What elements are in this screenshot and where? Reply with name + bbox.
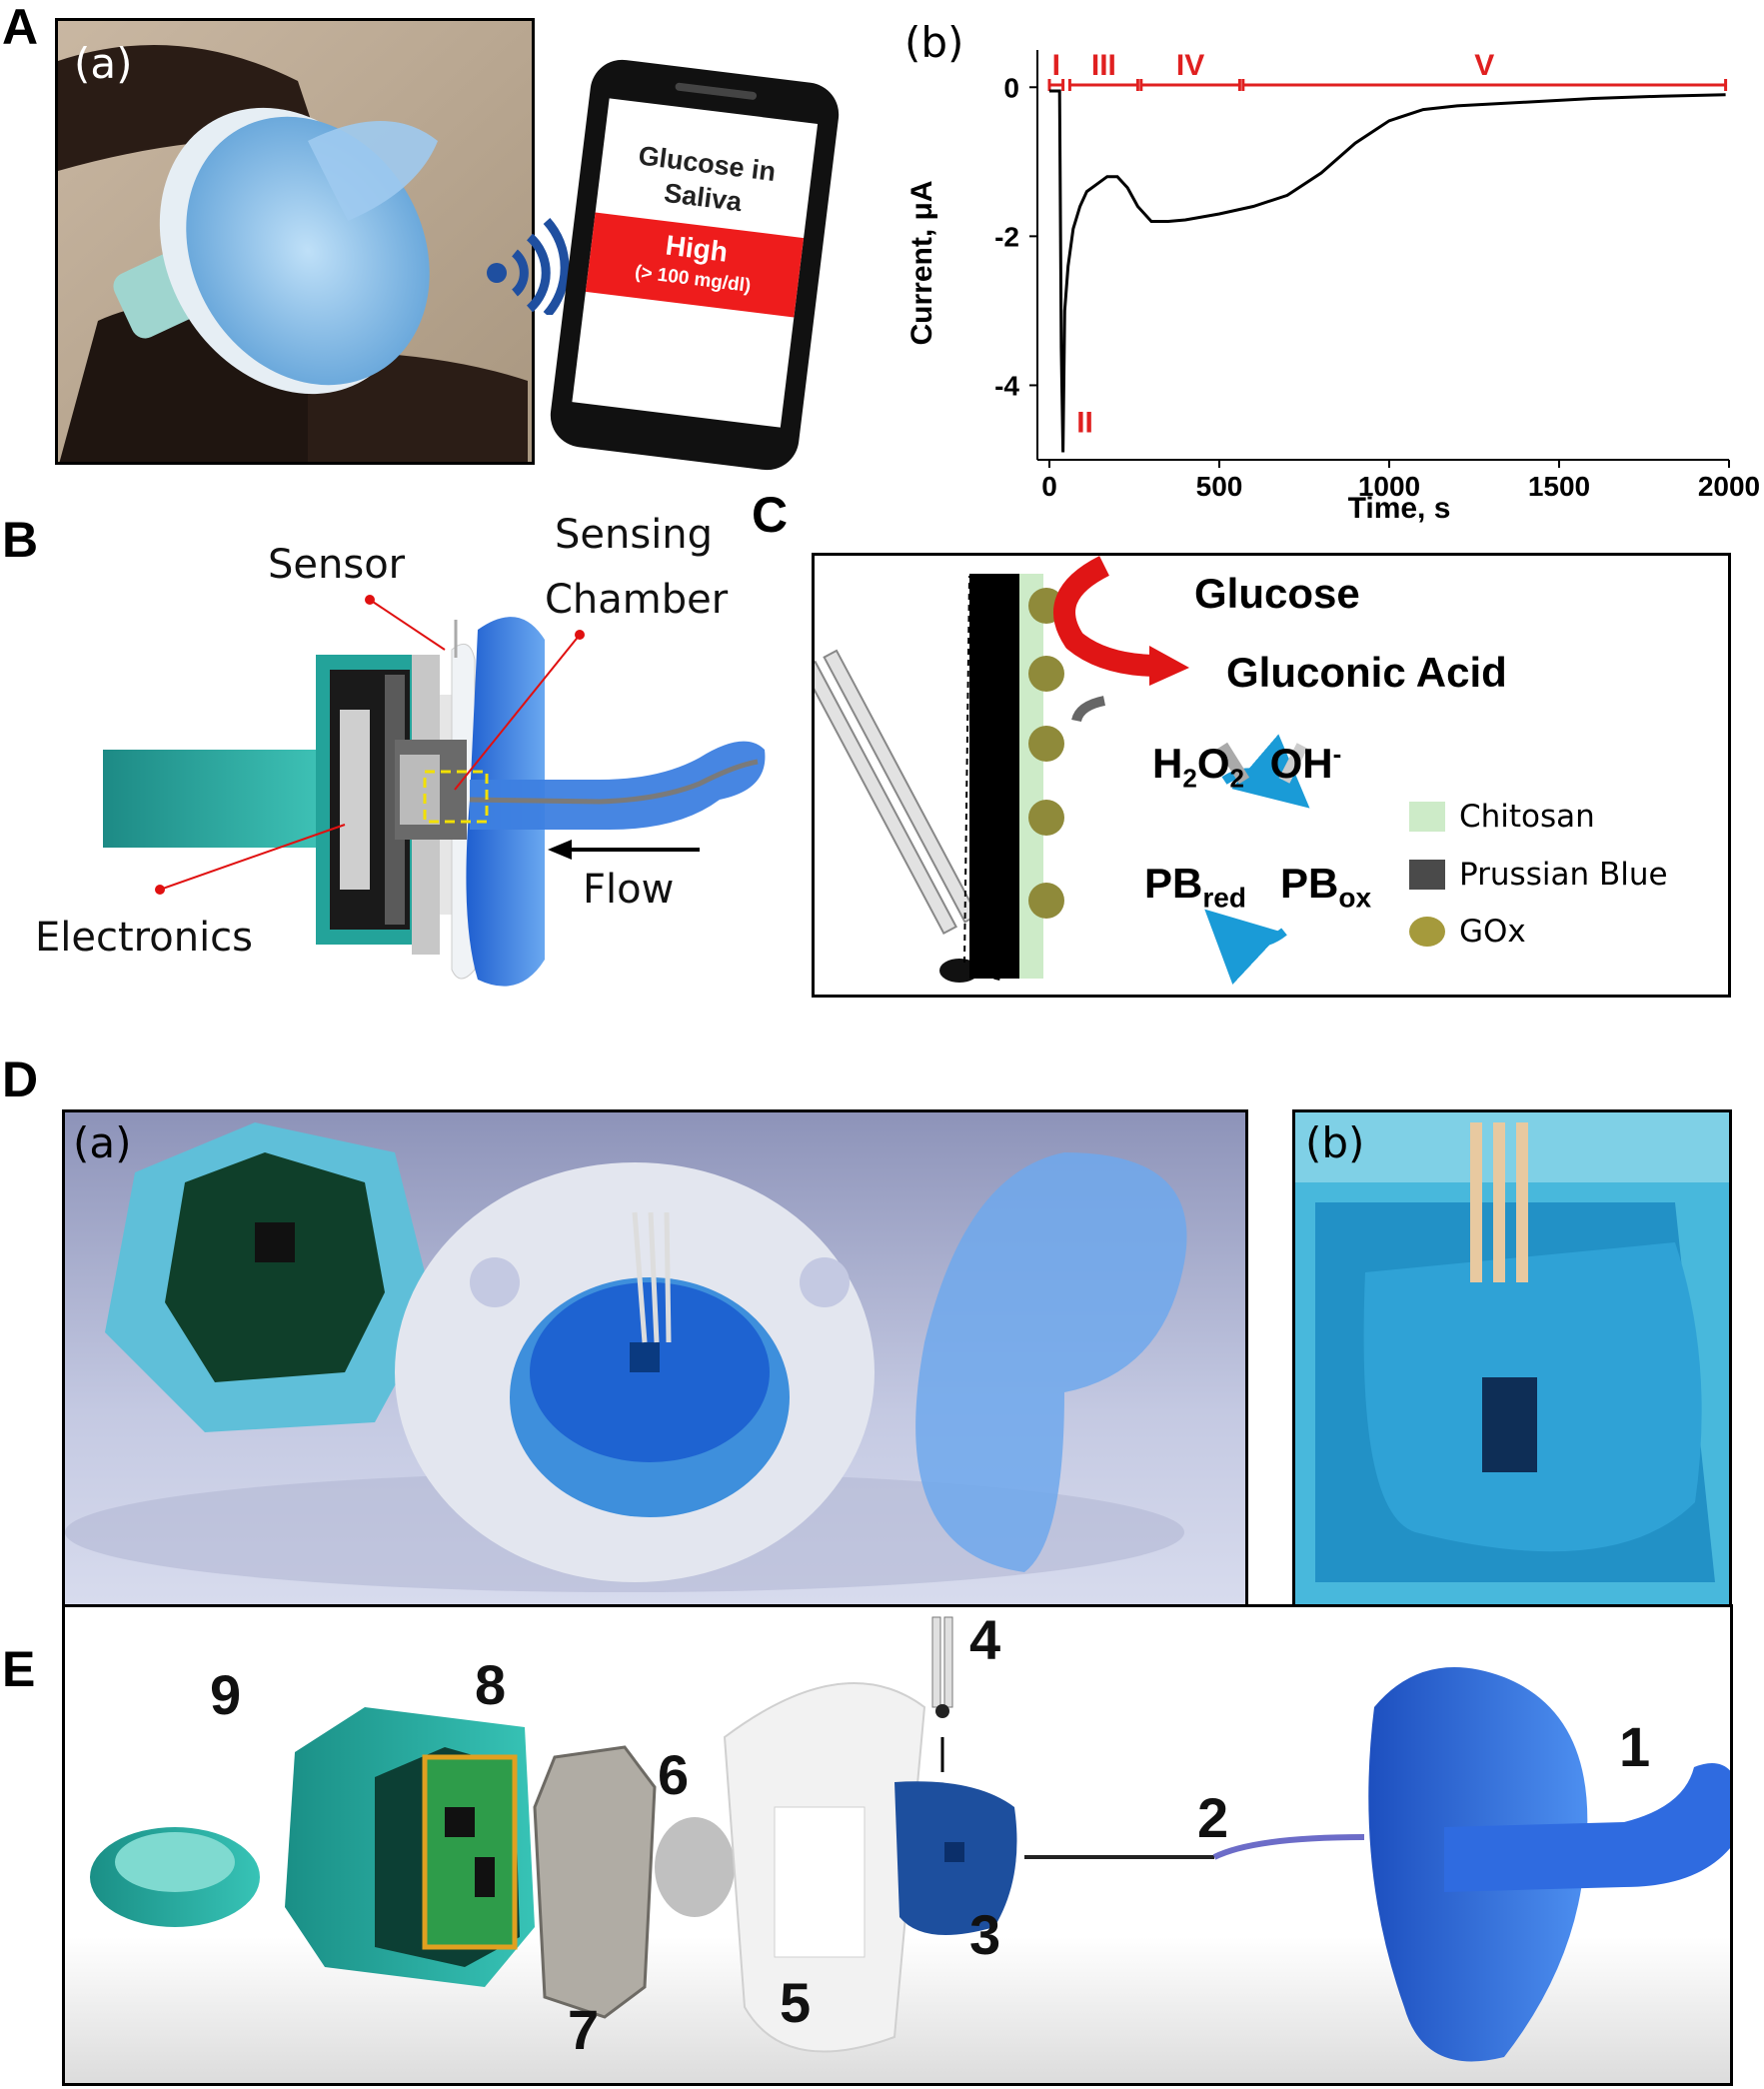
label-chamber: Chamber (545, 577, 729, 623)
panel-letter-a: A (2, 0, 39, 55)
photo-pacifier-hand: (a) (55, 18, 535, 465)
legend-swatch-prussian (1409, 860, 1445, 890)
needle-electrode (815, 649, 979, 936)
x-tick-label: 0 (1041, 471, 1057, 502)
phone-alert-bar: High (> 100 mg/dl) (585, 212, 805, 318)
panel-letter-c: C (752, 487, 789, 543)
annotation-label: II (1076, 407, 1093, 440)
y-tick-label: 0 (1003, 72, 1019, 103)
part-number-6: 6 (658, 1743, 690, 1806)
smartphone: Glucose in Saliva High (> 100 mg/dl) (547, 56, 843, 474)
phase-label: III (1091, 49, 1116, 82)
exploded-view-frame: 1 2 3 4 5 6 7 8 9 (62, 1604, 1733, 2086)
part-number-4: 4 (969, 1608, 1001, 1671)
legend-prussian-blue: Prussian Blue (1409, 857, 1668, 893)
y-tick-label: -2 (994, 221, 1019, 252)
label-oh: OH- (1269, 739, 1342, 787)
chart-series (1049, 89, 1726, 453)
label-gluconic-acid: Gluconic Acid (1226, 649, 1507, 696)
series-line (1049, 89, 1726, 453)
electrode-reaction-diagram (815, 556, 1310, 986)
photo-smart-pacifier: (a) (62, 1109, 1248, 1614)
sub-label-b: (b) (904, 18, 964, 67)
label-sensing: Sensing (555, 512, 714, 558)
label-pb-ox: PBox (1280, 860, 1372, 914)
y-tick-label: -4 (994, 370, 1019, 401)
part-number-2: 2 (1197, 1786, 1229, 1849)
legend-gox: GOx (1409, 914, 1526, 950)
x-tick-label: 1000 (1358, 471, 1420, 502)
part-number-1: 1 (1619, 1715, 1651, 1778)
panel-letter-e: E (2, 1641, 36, 1697)
label-glucose: Glucose (1194, 570, 1360, 617)
chart-axes: 0 500 1000 1500 2000 0 -2 -4 (994, 50, 1760, 502)
part-number-9: 9 (210, 1663, 242, 1726)
pacifier-photo-illustration (58, 21, 532, 462)
x-tick-label: 500 (1196, 471, 1243, 502)
phone-screen: Glucose in Saliva High (> 100 mg/dl) (572, 98, 819, 428)
label-sensor: Sensor (268, 542, 406, 588)
phase-label: IV (1176, 49, 1204, 82)
part-number-7: 7 (568, 1998, 600, 2061)
part-number-3: 3 (969, 1903, 1001, 1966)
phase-label: V (1474, 49, 1494, 82)
label-flow: Flow (583, 867, 675, 913)
smart-pacifier-photo-illustration (65, 1112, 1245, 1611)
part-number-8: 8 (475, 1653, 507, 1716)
x-axis-label: Time, s (1348, 492, 1451, 525)
phase-label: I (1052, 49, 1060, 82)
sub-label-a: (a) (74, 39, 133, 88)
sub-label-d-b: (b) (1305, 1118, 1365, 1167)
photo-sensing-chamber-closeup: (b) (1292, 1109, 1732, 1614)
part-number-5: 5 (780, 1971, 812, 2034)
x-tick-label: 1500 (1528, 471, 1590, 502)
panel-letter-b: B (2, 512, 39, 568)
label-h2o2: H2O2 OH- (1152, 739, 1342, 794)
panel-letter-d: D (2, 1051, 39, 1107)
phone-title: Glucose in Saliva (637, 140, 778, 218)
wireless-signal-icon (487, 217, 570, 315)
y-axis-label: Current, μA (905, 180, 938, 345)
legend-swatch-gox (1409, 917, 1445, 947)
x-tick-label: 2000 (1698, 471, 1760, 502)
label-pb-red: PBred (1144, 860, 1246, 914)
sub-label-d-a: (a) (73, 1118, 132, 1167)
pacifier-cross-section-diagram (103, 595, 766, 987)
panel-c-frame: Glucose Gluconic Acid H2O2 OH- PBred PBo… (812, 553, 1731, 998)
label-electronics: Electronics (35, 915, 254, 961)
legend-swatch-chitosan (1409, 802, 1445, 832)
legend-chitosan: Chitosan (1409, 799, 1595, 835)
sensing-chamber-photo-illustration (1295, 1112, 1729, 1611)
exploded-view-illustration (65, 1616, 1730, 2083)
